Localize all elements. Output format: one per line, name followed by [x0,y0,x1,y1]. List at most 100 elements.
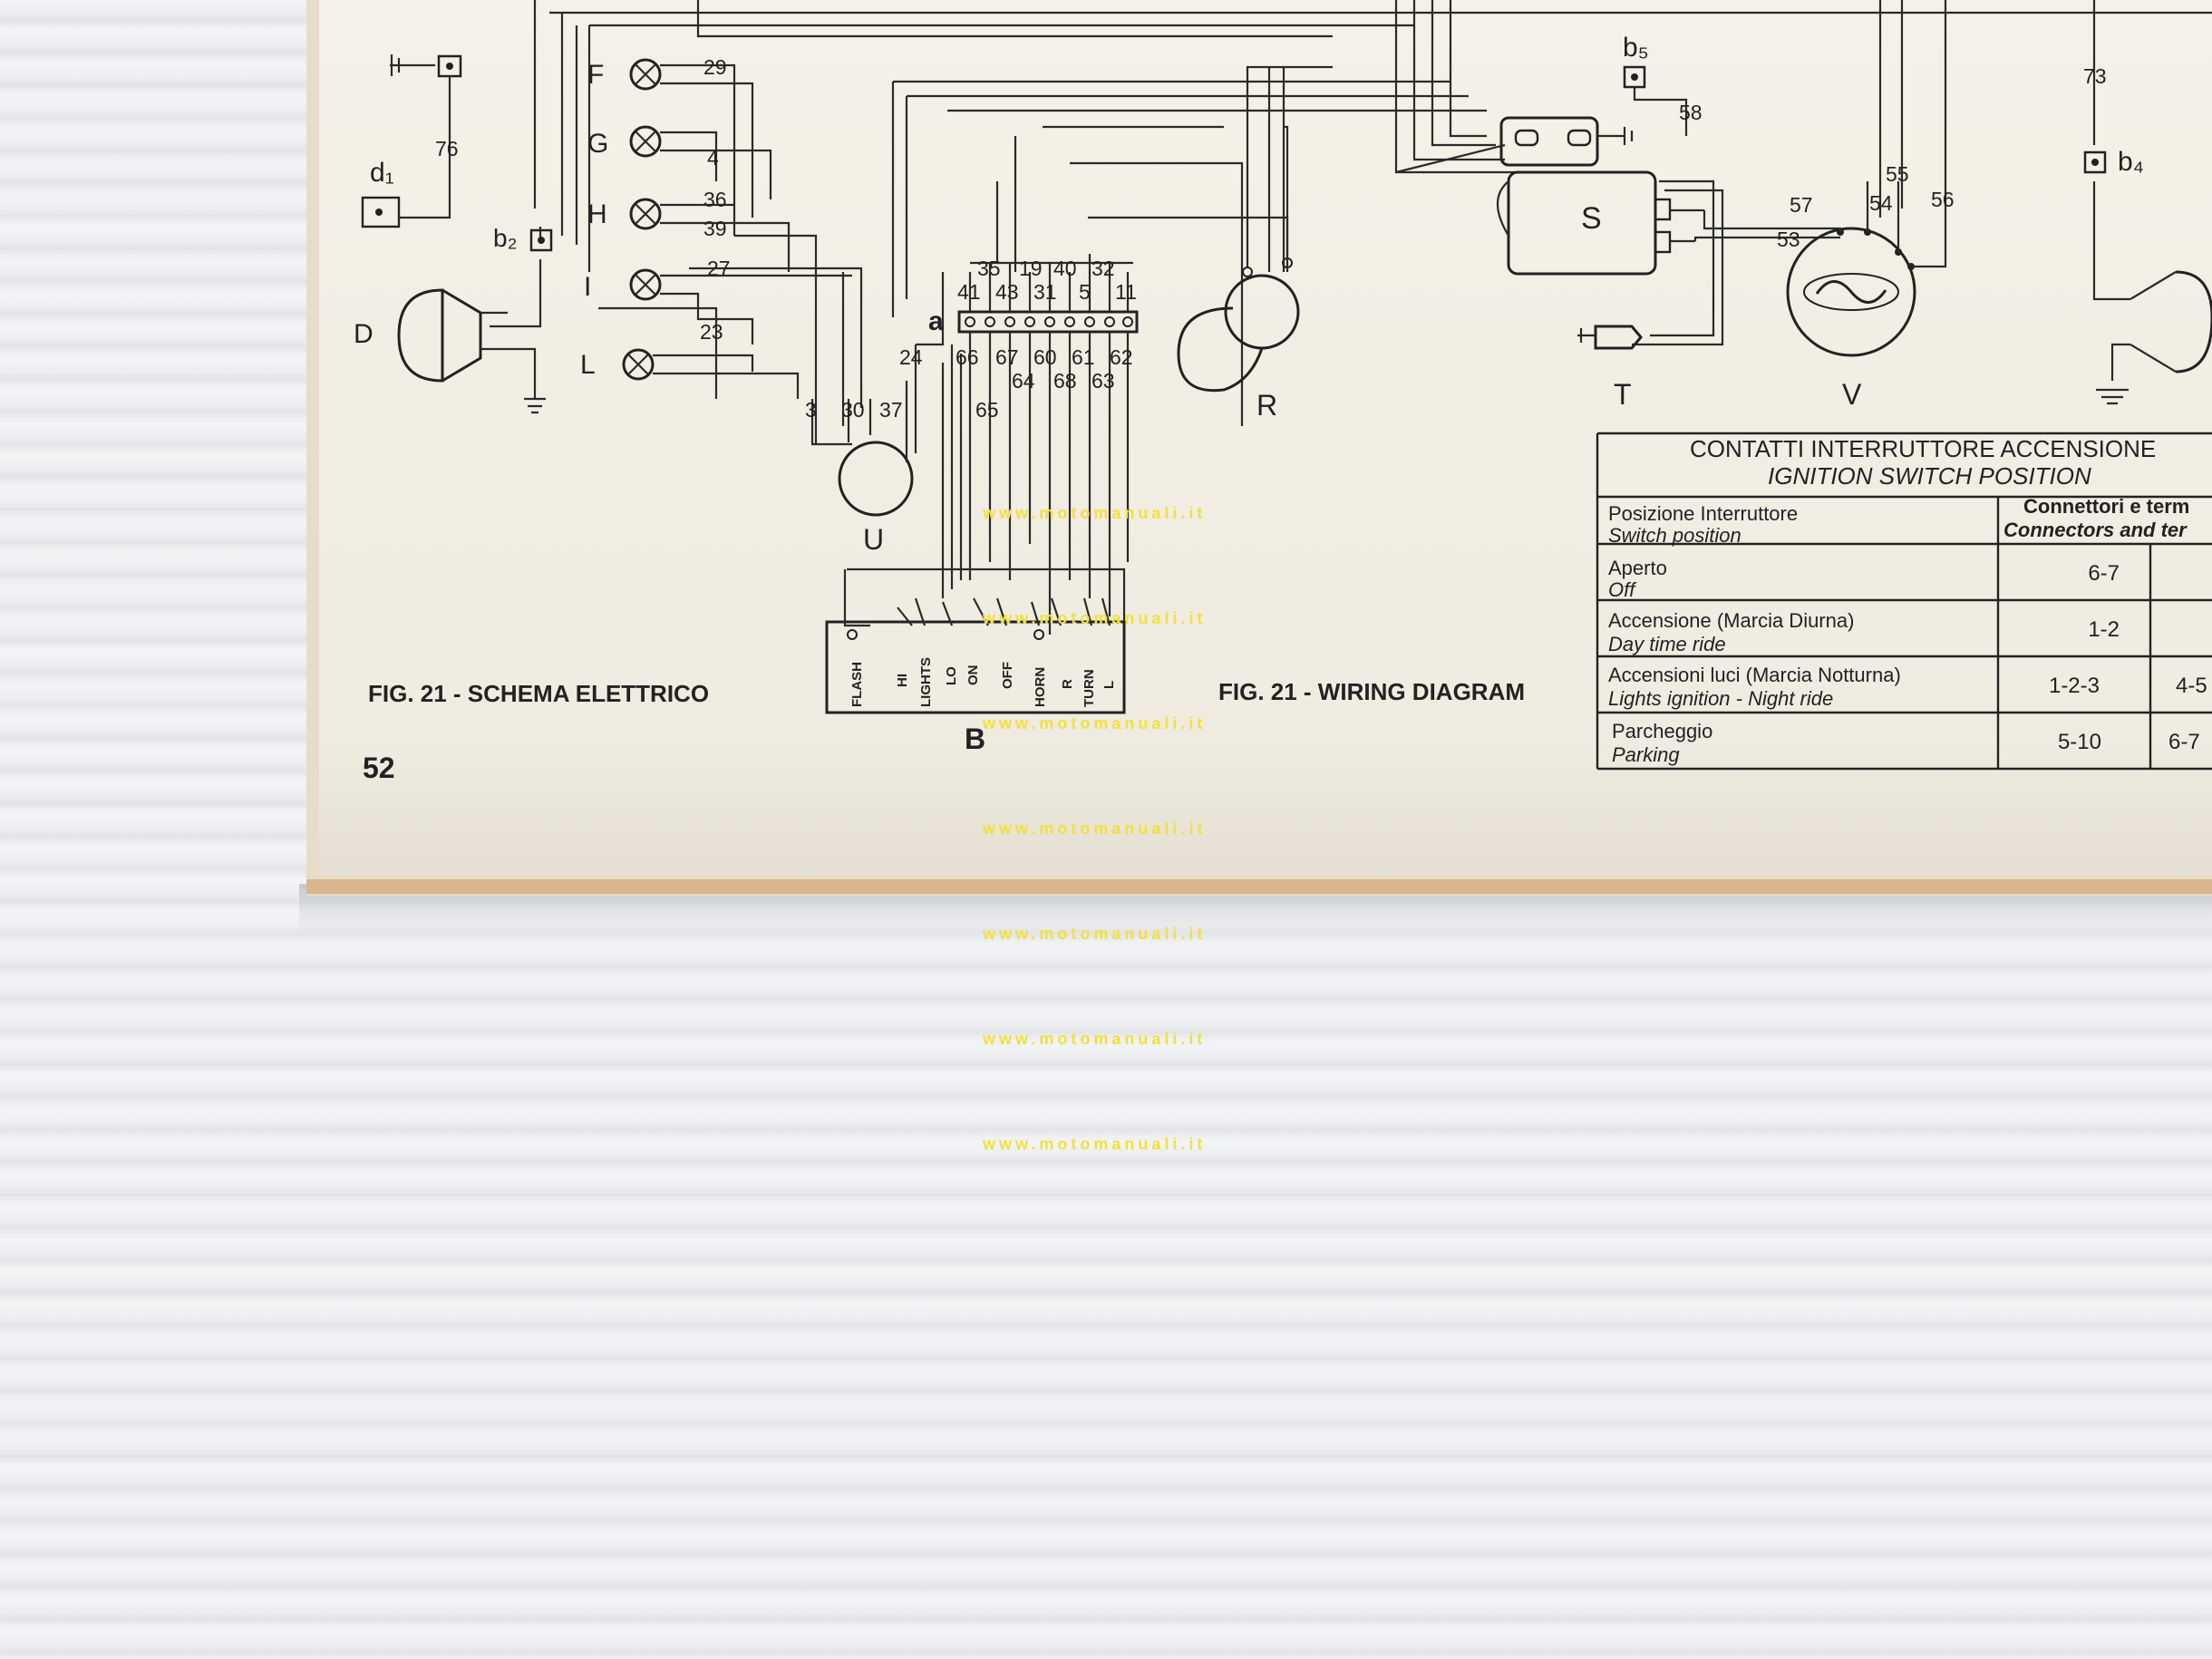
wire-39: 39 [703,217,727,240]
label-H: H [587,199,607,229]
label-R: R [1256,389,1277,422]
lamp-I [629,268,662,301]
wire-11: 11 [1115,280,1137,304]
wire-36: 36 [703,188,727,211]
ignition-coil-T [1577,325,1643,350]
wire-55: 55 [1886,162,1909,186]
wire-43: 43 [995,280,1019,304]
watermark: www.motomanuali.it [982,1030,1206,1048]
label-U: U [863,523,884,556]
label-S: S [1581,201,1602,236]
row-night-en: Lights ignition - Night ride [1608,687,1833,710]
label-G: G [587,129,608,159]
lamp-F [629,58,662,91]
wire-27: 27 [707,257,731,280]
switch-flash: FLASH [849,662,865,707]
wire-57: 57 [1790,193,1813,217]
row-day-en: Day time ride [1608,633,1726,655]
wire-41: 41 [957,280,981,304]
wire-76: 76 [435,137,459,160]
label-F: F [587,60,604,90]
wire-3: 3 [805,398,817,422]
row-off-c1: 6-7 [2088,561,2120,586]
page-edge-cover [306,879,2212,894]
table-col2-it: Connettori e term [2023,495,2189,518]
label-b5: b₅ [1623,33,1649,63]
wire-29: 29 [703,55,727,79]
page-number: 52 [363,752,395,784]
label-B: B [965,723,985,755]
row-night-c2: 4-5 [2176,674,2207,698]
wire-68: 68 [1053,369,1077,393]
label-b2: b₂ [493,224,517,252]
wire-67: 67 [995,345,1019,369]
row-parking-c1: 5-10 [2058,730,2101,754]
watermark: www.motomanuali.it [982,714,1206,732]
caption-schema-elettrico: FIG. 21 - SCHEMA ELETTRICO [368,680,709,707]
wire-31: 31 [1033,280,1057,304]
row-parking-en: Parking [1612,743,1680,766]
watermark-group: www.motomanuali.it www.motomanuali.it ww… [982,504,1206,1153]
wire-66: 66 [956,345,979,369]
caption-wiring-diagram: FIG. 21 - WIRING DIAGRAM [1218,678,1525,705]
lamp-L [622,348,655,381]
wire-61: 61 [1072,345,1095,369]
ignition-switch-U [810,272,945,517]
wire-37: 37 [879,398,903,422]
label-I: I [584,272,591,302]
wire-23: 23 [700,320,723,344]
wire-64: 64 [1012,369,1035,393]
switch-off: OFF [1000,662,1015,689]
regulator-S [1497,170,1672,276]
watermark: www.motomanuali.it [982,1135,1206,1153]
watermark: www.motomanuali.it [982,504,1206,522]
switch-lo: LO [944,666,959,685]
label-a: a [928,306,944,336]
row-day-c1: 1-2 [2088,617,2120,642]
table-title-it: CONTATTI INTERRUTTORE ACCENSIONE [1690,435,2156,462]
switch-turn: TURN [1082,669,1097,707]
label-T: T [1614,378,1632,411]
lamp-G [629,125,662,158]
label-L: L [580,350,596,380]
switch-on: ON [965,665,981,686]
lamp-H [629,198,662,230]
row-off-en: Off [1608,578,1637,601]
label-V: V [1842,378,1862,411]
switch-r: R [1060,679,1075,689]
horn-R [1177,65,1300,393]
wire-73: 73 [2083,64,2107,88]
handlebar-switch-B [825,568,1126,714]
row-off-it: Aperto [1608,557,1667,579]
label-D: D [354,319,374,349]
table-col2-en: Connectors and ter [2003,519,2188,541]
label-b4: b₄ [2118,147,2144,177]
watermark: www.motomanuali.it [982,609,1206,627]
wire-53: 53 [1777,228,1800,251]
wire-40: 40 [1053,257,1077,280]
wire-19: 19 [1019,257,1043,280]
switch-hi: HI [895,674,910,687]
wire-35: 35 [977,257,1001,280]
switch-lights: LIGHTS [918,657,934,707]
wire-58: 58 [1679,101,1703,124]
wire-24: 24 [899,345,923,369]
connector-b2 [529,228,553,252]
table-title-en: IGNITION SWITCH POSITION [1768,462,2091,490]
wire-60: 60 [1033,345,1057,369]
table-col1-en: Switch position [1608,524,1741,547]
row-night-it: Accensioni luci (Marcia Notturna) [1608,664,1901,686]
wire-4: 4 [707,146,719,170]
tail-light [2096,270,2212,405]
watermark: www.motomanuali.it [982,925,1206,943]
watermark: www.motomanuali.it [982,820,1206,838]
row-parking-c2: 6-7 [2168,730,2200,754]
ignition-switch-table: CONTATTI INTERRUTTORE ACCENSIONE IGNITIO… [1596,432,2212,771]
connector-b4 [2083,150,2107,174]
wire-32: 32 [1091,257,1115,280]
wire-number-labels: 76 29 4 36 39 27 23 3 30 37 24 65 35 19 … [435,55,2107,422]
row-day-it: Accensione (Marcia Diurna) [1608,609,1854,632]
wiring-diagram [361,0,2212,714]
connector-block-a [941,125,1289,635]
